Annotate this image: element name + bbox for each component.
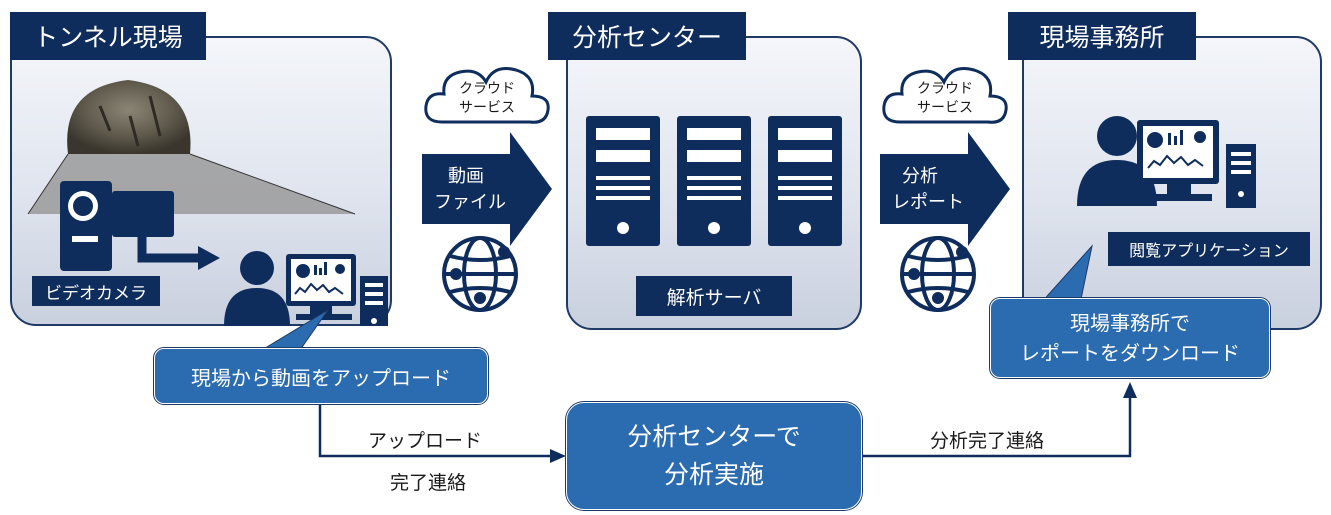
- cloud-left-icon: クラウド サービス: [424, 67, 550, 124]
- flow-line-to-office: [862, 396, 1132, 458]
- flow-arrowhead-to-center: [550, 449, 566, 463]
- download-callout-line1: 現場事務所で: [1070, 311, 1190, 335]
- globe-left-icon: [442, 236, 518, 312]
- upload-callout-tail: [260, 309, 329, 351]
- upload-callout: 現場から動画をアップロード: [154, 348, 488, 404]
- cloud-right-icon: クラウド サービス: [882, 67, 1008, 124]
- server-icon: [768, 116, 842, 246]
- video-camera-icon: [60, 181, 174, 271]
- video-file-line2: ファイル: [434, 192, 506, 213]
- person-pc-icon: [1077, 116, 1256, 208]
- analysis-report-line1: 分析: [902, 166, 938, 187]
- cloud-right-line2: サービス: [917, 100, 973, 116]
- flow-line-to-center: [318, 404, 550, 458]
- site-office-title: 現場事務所: [1008, 12, 1196, 60]
- analysis-report-arrow: 分析 レポート: [880, 132, 1010, 246]
- process-line2: 分析実施: [663, 460, 764, 489]
- video-file-arrow: 動画 ファイル: [422, 132, 552, 246]
- cloud-left-line2: サービス: [459, 100, 515, 116]
- server-group: [586, 116, 842, 246]
- process-line1: 分析センターで: [627, 422, 801, 451]
- tunnel-site-title: トンネル現場: [10, 12, 206, 60]
- analysis-complete-label: 分析完了連絡: [930, 430, 1045, 452]
- office-user-icon-wrap: [1077, 116, 1256, 208]
- download-callout-tail: [1038, 244, 1093, 305]
- analysis-server-label: 解析サーバ: [636, 276, 792, 316]
- upload-label: アップロード: [368, 430, 483, 452]
- tunnel-scene: [27, 80, 388, 326]
- video-file-line1: 動画: [448, 166, 484, 187]
- cloud-right-line1: クラウド: [917, 81, 973, 97]
- video-camera-label: ビデオカメラ: [32, 276, 160, 306]
- camera-to-pc-arrow: [137, 234, 200, 263]
- server-icon: [677, 116, 751, 246]
- globe-right-icon: [900, 236, 976, 312]
- download-callout-line2: レポートをダウンロード: [1020, 341, 1240, 365]
- flow-arrowhead-to-office: [1123, 382, 1137, 398]
- person-pc-icon: [224, 251, 388, 326]
- analysis-center-title: 分析センター: [548, 12, 746, 60]
- cloud-left-line1: クラウド: [459, 81, 515, 97]
- analysis-process-box: 分析センターで 分析実施: [566, 402, 862, 510]
- upload-complete-label: 完了連絡: [390, 472, 467, 494]
- viewer-app-label: 閲覧アプリケーション: [1108, 232, 1310, 266]
- download-callout: 現場事務所で レポートをダウンロード: [990, 298, 1270, 378]
- analysis-report-line2: レポート: [892, 192, 964, 213]
- server-icon: [586, 116, 660, 246]
